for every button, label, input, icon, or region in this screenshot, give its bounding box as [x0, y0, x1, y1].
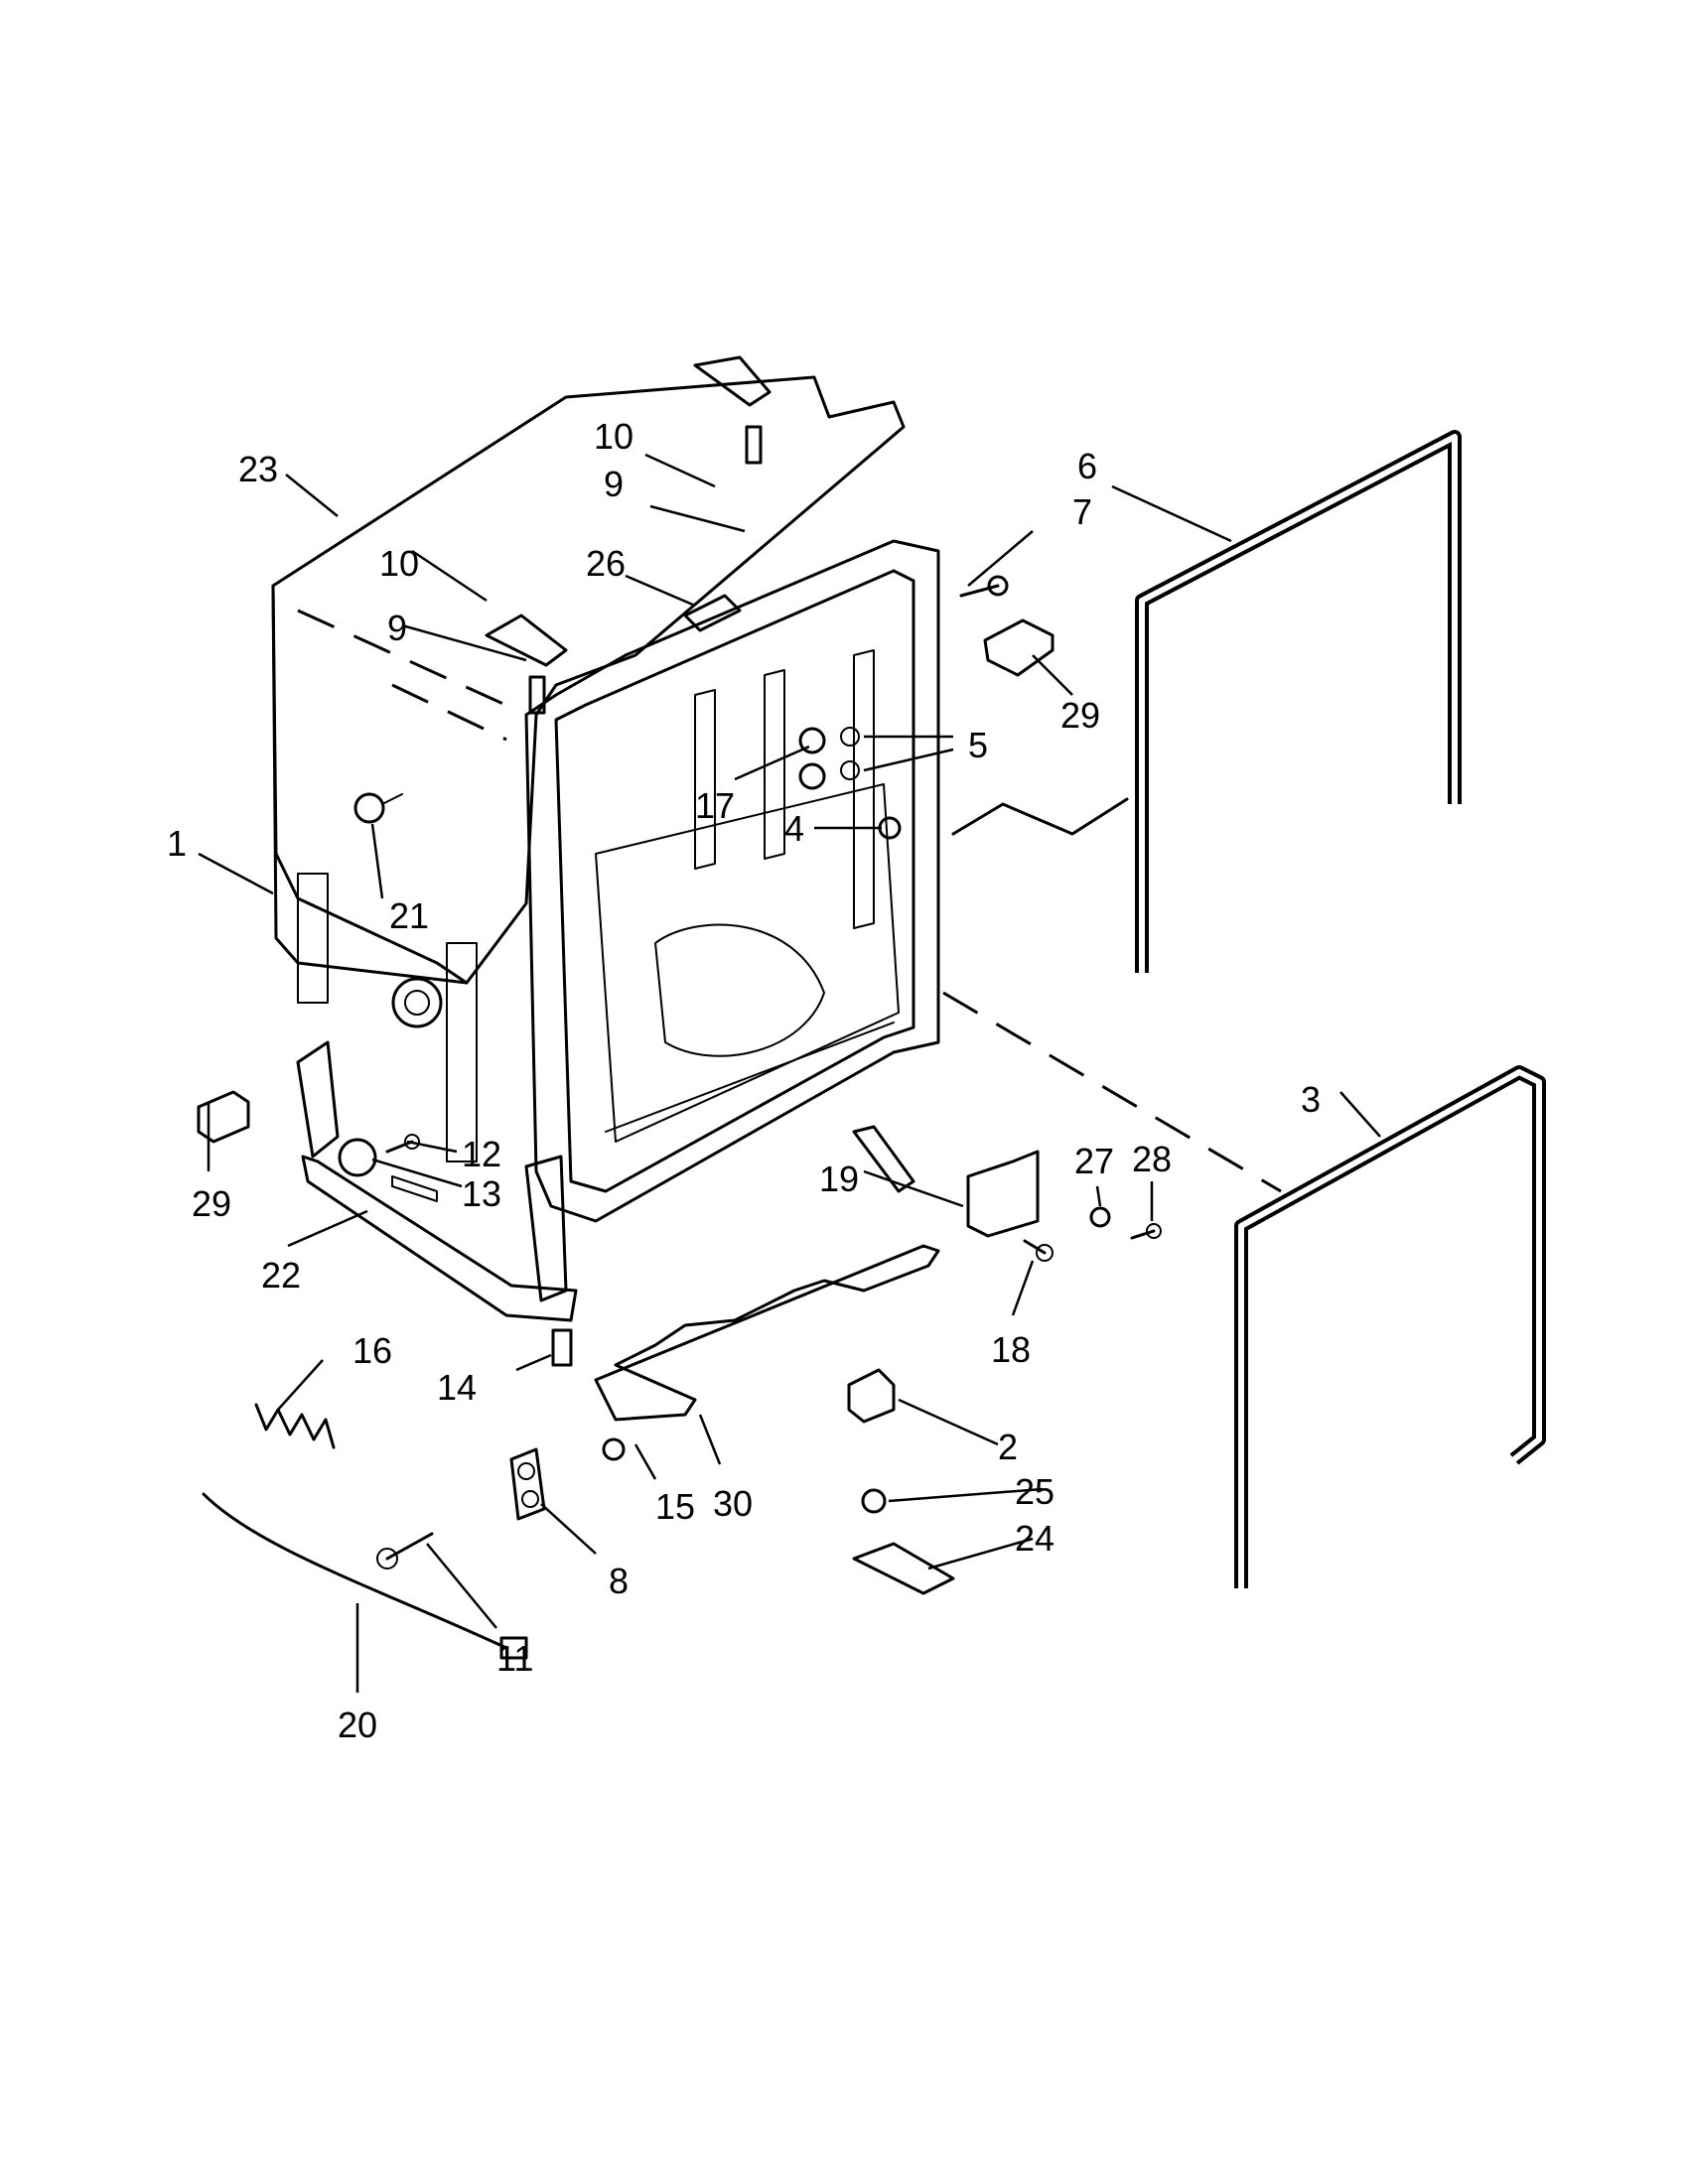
- screw-9-lower: [528, 675, 546, 715]
- callout-23: 23: [238, 449, 278, 489]
- callout-13: 13: [462, 1173, 501, 1214]
- callout-9-upper: 9: [604, 464, 624, 504]
- callout-26: 26: [586, 543, 626, 584]
- screw-11: [376, 1532, 434, 1570]
- foot-15: [602, 1437, 626, 1461]
- callout-22: 22: [261, 1255, 301, 1296]
- clip-26: [683, 594, 742, 632]
- callout-19: 19: [819, 1159, 859, 1199]
- bracket-19: [966, 1150, 1040, 1238]
- callout-14: 14: [437, 1367, 477, 1408]
- callout-16: 16: [352, 1330, 392, 1371]
- screw-28: [1130, 1223, 1162, 1240]
- callout-1: 1: [167, 823, 187, 864]
- cover-plate-30: [594, 1244, 940, 1422]
- door-gasket: [951, 430, 1462, 973]
- cap-4: [878, 816, 902, 840]
- screw-12: [385, 1134, 420, 1154]
- callout-12: 12: [462, 1134, 501, 1174]
- sensor-25: [861, 1488, 887, 1514]
- spacer-29-left: [197, 1090, 250, 1144]
- callout-25: 25: [1015, 1471, 1055, 1512]
- spacer-29-right: [983, 618, 1055, 677]
- callout-3: 3: [1301, 1079, 1321, 1120]
- washer-27: [1089, 1206, 1111, 1228]
- tub-assembly: [271, 375, 940, 1223]
- callout-11: 11: [496, 1638, 533, 1679]
- clip-2: [847, 1368, 896, 1424]
- callout-20: 20: [338, 1705, 377, 1745]
- callout-29-right: 29: [1060, 695, 1100, 736]
- spring-16: [254, 1403, 336, 1449]
- callout-7: 7: [1072, 491, 1092, 532]
- bracket-8: [509, 1447, 546, 1521]
- bushings-17: [798, 727, 826, 790]
- screw-7: [959, 575, 1009, 598]
- callout-21: 21: [389, 895, 429, 936]
- callout-9-lower: 9: [387, 608, 407, 648]
- callout-5: 5: [968, 725, 988, 765]
- callout-10-upper: 10: [594, 416, 633, 457]
- callout-2: 2: [998, 1427, 1018, 1467]
- gear-13: [338, 1138, 377, 1177]
- callout-4: 4: [784, 808, 804, 849]
- callout-10-lower: 10: [379, 543, 419, 584]
- screw-9-upper: [745, 425, 763, 465]
- bracket-24: [852, 1542, 955, 1595]
- leader-lines: [198, 453, 1381, 1693]
- leveling-leg-14: [551, 1328, 573, 1367]
- hinge-bracket-upper: [693, 355, 772, 407]
- plug-21: [353, 792, 403, 824]
- hinge-bracket-lower: [485, 614, 568, 667]
- callout-6: 6: [1077, 446, 1097, 486]
- screw-18: [1023, 1239, 1054, 1262]
- callout-24: 24: [1015, 1518, 1055, 1559]
- callout-15: 15: [655, 1486, 695, 1527]
- cable-20: [202, 1492, 528, 1660]
- callout-18: 18: [991, 1329, 1031, 1370]
- callout-30: 30: [713, 1483, 753, 1524]
- callout-28: 28: [1132, 1139, 1172, 1179]
- callout-29-left: 29: [192, 1183, 231, 1224]
- washers-5: [840, 727, 860, 780]
- base-frame: [296, 1040, 578, 1322]
- callout-17: 17: [695, 785, 735, 826]
- callout-8: 8: [609, 1561, 629, 1601]
- tub-gasket: [1234, 1065, 1546, 1588]
- callout-27: 27: [1074, 1141, 1114, 1181]
